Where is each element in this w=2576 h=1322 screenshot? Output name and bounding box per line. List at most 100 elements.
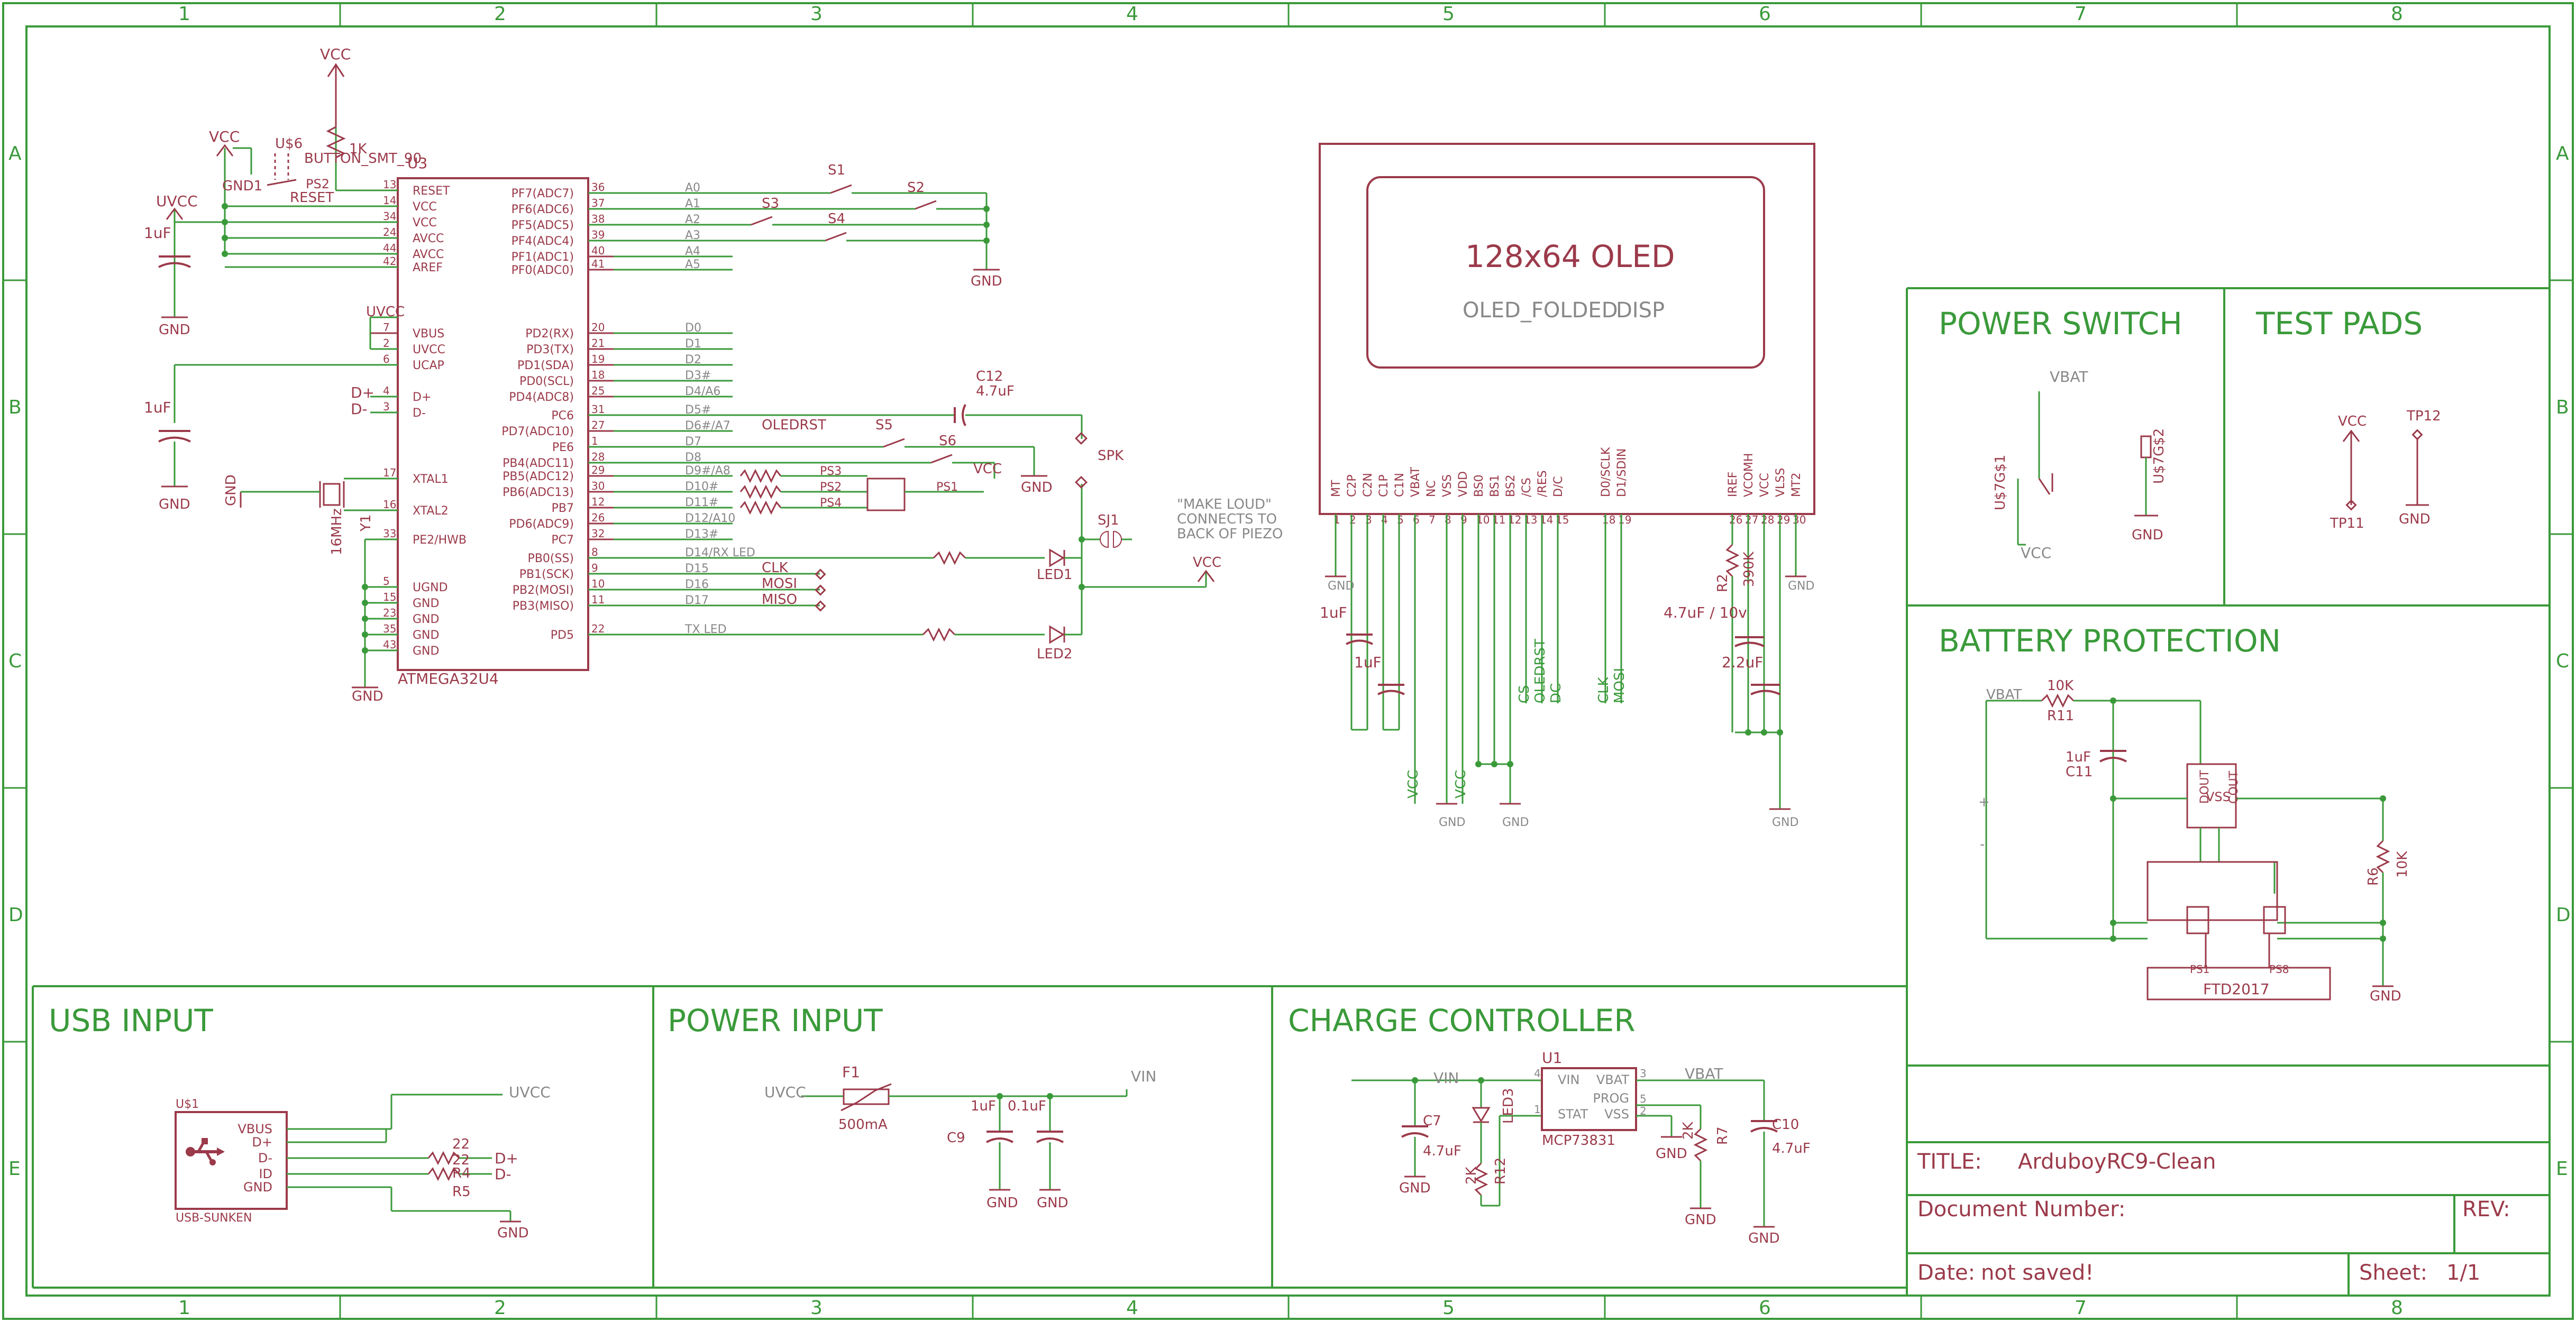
frame-row-label: B (2556, 397, 2569, 418)
mcu-pin-number: 27 (591, 419, 605, 432)
bp-ps1: PS1 (2190, 963, 2209, 976)
date-label: Date: (1917, 1261, 1975, 1285)
button-label: BUTTON_SMT_90 (304, 151, 422, 167)
pi-f1-val: 500mA (838, 1117, 888, 1133)
oled-pin-name: BS1 (1488, 474, 1502, 497)
pi-c9: C9 (947, 1130, 965, 1146)
title-block: TITLE: ArduboyRC9-Clean Document Number:… (1917, 1150, 2510, 1285)
oled-pin-name: C2P (1346, 474, 1359, 497)
oled-c-1uf-a: 1uF (1320, 604, 1347, 621)
bp-r6: R6 (2365, 867, 2381, 886)
mcu-pin-name: VCC (413, 200, 437, 214)
oled-pin-name: /RES (1536, 470, 1549, 497)
mcu-pin-name: UGND (413, 581, 448, 594)
mcu-pin-name: GND (413, 645, 439, 658)
mcu-pin-number: 22 (591, 622, 605, 635)
mcu-pin-name: PF0(ADC0) (511, 264, 574, 277)
junction-dots-buttons (983, 206, 990, 244)
mcu-pin-number: 20 (591, 321, 605, 334)
frame-col-label: 6 (1759, 3, 1771, 25)
oled-net-vcc-a: VCC (1405, 770, 1421, 798)
tp-vcc: VCC (2338, 414, 2367, 429)
led1-label: LED1 (1037, 567, 1072, 583)
mcu-pin-number: 37 (591, 197, 605, 209)
loud-note-3: BACK OF PIEZO (1177, 526, 1283, 542)
oled-pin-name: D/C (1552, 476, 1565, 497)
ps-gnd: GND (2132, 527, 2163, 543)
mcu-net-label: D10# (685, 480, 718, 493)
title-value: ArduboyRC9-Clean (2018, 1150, 2216, 1174)
cc-r12: R12 (1493, 1158, 1509, 1185)
oled-pin-name: VCOMH (1742, 453, 1756, 497)
document-number-label: Document Number: (1917, 1197, 2125, 1222)
oled-pin-name: BS2 (1504, 474, 1518, 497)
mcu-pin-name: XTAL2 (413, 504, 449, 518)
charger-pin-name: VBAT (1596, 1072, 1629, 1087)
mcu-pin-number: 7 (383, 321, 390, 334)
gnd-label-buttons: GND (971, 273, 1002, 289)
mcu-net-label: D4/A6 (685, 385, 720, 398)
charger-pin-number: 1 (1534, 1103, 1541, 1116)
gnd-label-cap-a: GND (159, 322, 190, 338)
oledrst-label-mcu: OLEDRST (762, 417, 826, 433)
s3-label: S3 (762, 196, 779, 212)
mcu-pin-number: 41 (591, 258, 605, 270)
frame-row-label: E (8, 1158, 21, 1180)
c12-label: C12 (976, 369, 1003, 384)
mcu-pin-name: VBUS (413, 327, 444, 341)
oled-c-1uf-b: 1uF (1354, 654, 1382, 671)
mcu-pin-name: PC6 (551, 409, 574, 423)
loud-note-2: CONNECTS TO (1177, 511, 1277, 527)
bp-minus: - (1980, 837, 1985, 852)
oled-pin-name: D0/SCLK (1600, 447, 1613, 497)
charger-pin-name: STAT (1558, 1107, 1588, 1122)
mcu-net-label: D1 (685, 337, 701, 351)
speaker-circuit (588, 404, 1083, 539)
cc-gnd-r7: GND (1685, 1212, 1716, 1228)
bp-gnd: GND (2370, 988, 2401, 1004)
ps2-label-b: PS2 (820, 481, 842, 494)
pi-c-1uf: 1uF (971, 1098, 996, 1114)
usb-r5-val: 22 (452, 1152, 470, 1168)
mcu-pin-name: PB7 (552, 502, 574, 515)
junction-dots-battery (2110, 697, 2386, 942)
mcu-net-label: D2 (685, 353, 701, 366)
mcu-pin-name: VCC (413, 216, 437, 229)
ps-u7: U$7G$1 (1993, 455, 2008, 510)
cc-vin: VIN (1433, 1069, 1459, 1087)
junction-dots-power-in (997, 1093, 1053, 1099)
cc-r7: R7 (1715, 1126, 1731, 1145)
mcu-pin-number: 6 (383, 353, 390, 365)
ps-vcc: VCC (2021, 544, 2051, 562)
mcu-pin-number: 15 (383, 591, 396, 603)
ps3-label: PS3 (820, 465, 842, 478)
s6-label: S6 (939, 433, 956, 449)
mcu-pin-name: UCAP (413, 359, 444, 372)
cc-gnd-c7: GND (1399, 1180, 1431, 1196)
oled-net-cs: CS (1517, 685, 1532, 703)
mcu-pin-name: PB1(SCK) (519, 568, 574, 581)
mcu-net-label: D0 (685, 322, 701, 335)
oled-pin-number: 26 (1729, 513, 1742, 526)
mcu-pin-name: PD6(ADC9) (509, 518, 574, 531)
mcu-pin-name: PE2/HWB (413, 534, 467, 547)
mcu-net-wires: A0A1A2A3A4A5D0D1D2D3#D4/A6D5#D6#/A7D7D8D… (614, 181, 755, 636)
mcu-net-label: D12/A10 (685, 512, 735, 525)
usb-pin-name: D- (258, 1151, 272, 1165)
mcu-pin-number: 36 (591, 181, 605, 194)
cap-1uf-label-b: 1uF (144, 399, 171, 416)
oled-net-clk: CLK (1596, 676, 1612, 703)
charger-pin-number: 3 (1640, 1067, 1647, 1080)
mcu-pin-number: 1 (591, 435, 598, 447)
frame-col-label: 1 (178, 1297, 190, 1319)
usb-r4: R4 (452, 1165, 471, 1181)
oled-pin-name: /CS (1520, 478, 1533, 497)
cc-led3: LED3 (1501, 1088, 1517, 1124)
xtal-freq: 16MHz (329, 508, 345, 555)
oled-pin-name: NC (1425, 480, 1438, 497)
mcu-pin-name: PF1(ADC1) (511, 251, 574, 264)
mcu-ref: U3 (407, 154, 427, 172)
mcu-pin-name: PD5 (551, 629, 574, 642)
frame-row-label: D (8, 904, 23, 926)
